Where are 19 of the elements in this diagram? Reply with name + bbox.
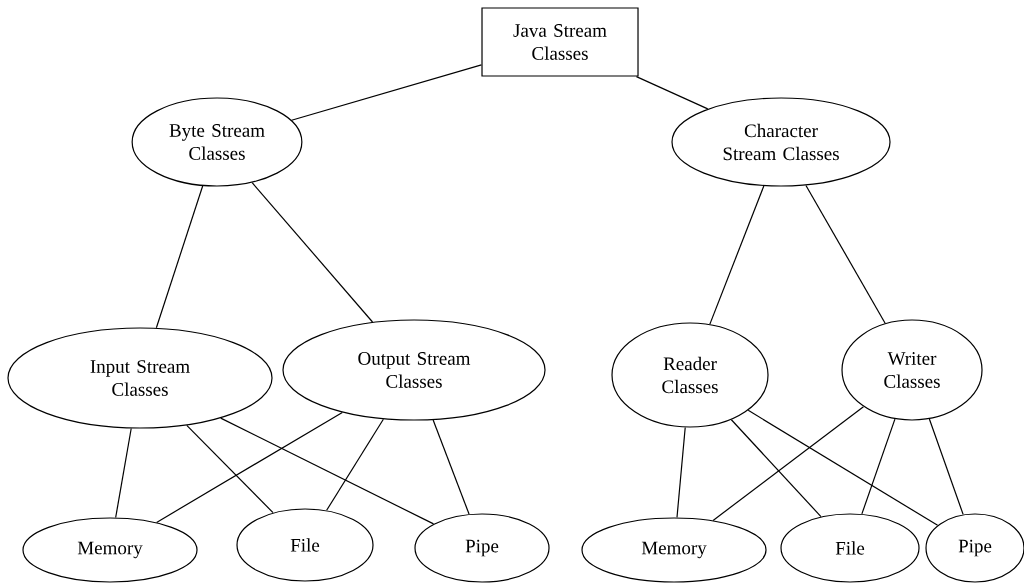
connector-line	[115, 427, 132, 519]
connector-line	[220, 417, 435, 525]
connector-line	[186, 424, 274, 514]
connector-line	[291, 64, 482, 121]
connector-line	[156, 411, 343, 523]
connector-line	[861, 418, 896, 515]
connector-line	[712, 406, 865, 522]
connector-line	[676, 426, 686, 518]
connector-line	[432, 419, 470, 515]
connector-line	[326, 418, 384, 511]
connector-line	[635, 76, 709, 110]
connector-line	[805, 184, 886, 324]
class-box: Java Stream Classes	[481, 7, 639, 77]
connector-line	[251, 182, 374, 323]
connector-line	[730, 419, 822, 518]
connector-line	[155, 185, 204, 329]
connector-line	[747, 409, 939, 526]
connector-line	[928, 418, 964, 515]
connector-line	[709, 185, 765, 325]
